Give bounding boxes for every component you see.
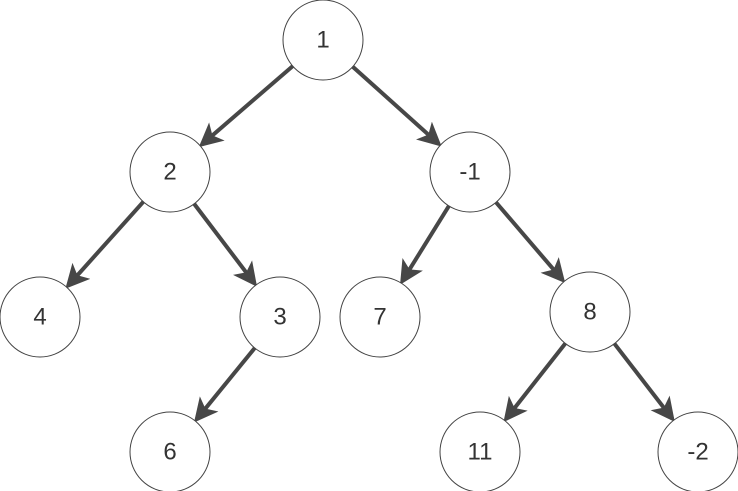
node-label: 7 [373,304,386,331]
node-circle [0,276,81,358]
node-label: 8 [583,299,596,326]
node-circle [339,276,421,358]
tree-node: 6 [129,411,211,491]
node-label: -1 [459,159,480,186]
edge-arrow [192,202,258,287]
edge-arrow [400,204,451,285]
node-circle [549,271,631,353]
edge-arrow [198,64,295,148]
node-label: 11 [468,439,493,466]
node-label: -2 [687,439,708,466]
node-circle [439,411,521,491]
tree-node: 3 [239,276,321,358]
tree-node: -1 [429,131,511,213]
tree-node: 2 [129,131,211,213]
tree-node: 1 [282,0,364,81]
node-circle [129,411,211,491]
node-circle [129,131,211,213]
node-label: 6 [163,439,176,466]
tree-node: 11 [439,411,521,491]
node-label: 4 [33,304,46,331]
edge-arrow [503,342,567,423]
edge-arrow [494,201,566,284]
node-label: 3 [273,304,286,331]
tree-node: 7 [339,276,421,358]
edge-arrow [612,342,675,422]
tree-node: 8 [549,271,631,353]
tree-node: 4 [0,276,81,358]
node-circle [282,0,364,81]
node-circle [429,131,511,213]
node-label: 2 [163,159,176,186]
node-label: 1 [316,27,329,54]
tree-node: -2 [657,411,738,491]
edge-arrow [65,200,145,289]
node-circle [239,276,321,358]
edge-arrow [351,65,442,147]
node-circle [657,411,738,491]
edge-arrow [194,346,257,423]
